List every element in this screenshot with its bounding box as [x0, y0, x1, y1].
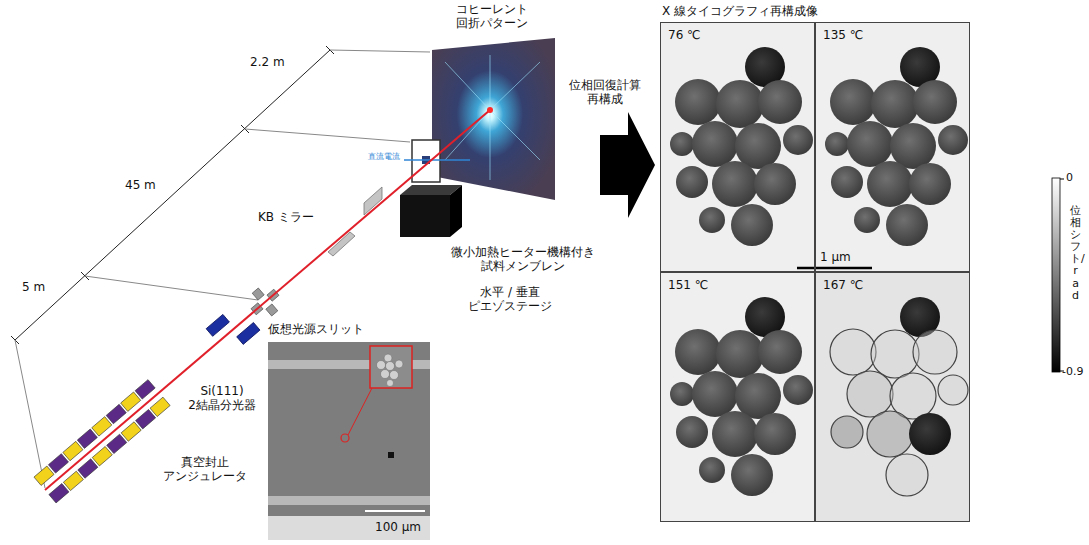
scale-bar	[797, 267, 872, 270]
particle	[395, 360, 403, 368]
diffraction-streaks	[445, 55, 540, 180]
current-label: 直流電流	[368, 152, 400, 162]
colour-bar-tick	[1060, 179, 1064, 180]
sem-info-bar	[268, 516, 430, 540]
diffraction-pattern	[432, 38, 555, 200]
colour-bar	[1052, 178, 1060, 372]
temperature-label: 151 ℃	[668, 278, 708, 292]
zoom-box	[370, 346, 412, 388]
zoom-leader	[348, 388, 372, 435]
detector-label: コヒーレント 回折パターン	[452, 2, 532, 31]
scale-bar	[365, 510, 425, 512]
colour-bar-value: 0	[1066, 171, 1073, 184]
sem-target	[341, 434, 349, 442]
sem-marker	[388, 452, 394, 458]
magnet-block	[136, 409, 156, 428]
magnet-block	[92, 447, 112, 466]
particle-cluster	[825, 47, 968, 246]
panel-heading: X 線タイコグラフィ再構成像	[662, 4, 818, 18]
magnet-block	[121, 422, 141, 441]
streak	[445, 62, 490, 110]
piezo-stage	[400, 195, 450, 237]
particle	[377, 361, 386, 370]
part-label: Si(111) 2結晶分光器	[180, 384, 264, 413]
part-label: KB ミラー	[258, 210, 314, 224]
streak	[445, 110, 490, 160]
magnet-block	[107, 434, 127, 453]
streak	[490, 62, 540, 110]
zoom-particles	[377, 354, 404, 387]
magnet-block	[78, 459, 98, 478]
process-label: 位相回復計算 再構成	[563, 78, 647, 107]
sem-image	[268, 342, 430, 540]
temperature-label: 167 ℃	[823, 278, 863, 292]
image-panel: 167 ℃	[815, 272, 970, 522]
particle	[390, 371, 399, 380]
colour-bar-value: -0.9	[1062, 365, 1083, 378]
scale-label: 100 μm	[375, 520, 421, 534]
streak	[490, 55, 491, 110]
image-panel: 135 ℃	[815, 22, 970, 272]
magnet-block	[135, 380, 155, 399]
particle-cluster	[830, 297, 968, 496]
magnet-block	[77, 429, 97, 448]
part-label: 真空封止 アンジュレータ	[160, 455, 250, 484]
dimension-line	[15, 50, 330, 340]
part-label: 水平 / 垂直 ピエゾステージ	[460, 285, 560, 314]
image-panel: 76 ℃	[660, 22, 815, 272]
dimension-label: 45 m	[125, 178, 156, 192]
panel-ground	[815, 22, 970, 272]
image-panel: 151 ℃	[660, 272, 815, 522]
stage-side	[450, 185, 462, 237]
magnet-block	[63, 471, 83, 490]
particle	[381, 370, 390, 379]
particle-cluster	[670, 47, 813, 246]
magnet-block	[49, 484, 69, 503]
colour-bar-title: 位相シフト/rad	[1070, 205, 1081, 302]
scale-label: 1 μm	[818, 250, 853, 264]
particle	[384, 354, 392, 362]
particle	[386, 362, 395, 371]
temperature-label: 76 ℃	[668, 28, 701, 42]
image-grid: X 線タイコグラフィ再構成像 76 ℃ 135 ℃ 151 ℃ 167 ℃	[660, 0, 970, 524]
particle	[387, 380, 394, 387]
part-label: 微小加熱ヒーター機構付き 試料メンブレン	[448, 245, 598, 274]
magnet-block	[150, 397, 170, 416]
magnet-block	[92, 417, 112, 436]
temperature-label: 135 ℃	[823, 28, 863, 42]
dimension-label: 5 m	[22, 280, 45, 294]
part-label: 仮想光源スリット	[268, 322, 364, 336]
extension-line	[15, 340, 45, 488]
particle-cluster	[670, 297, 813, 496]
dimension-label: 2.2 m	[250, 55, 285, 69]
extension-line	[330, 50, 430, 52]
process-arrow	[600, 112, 655, 218]
sample-membrane	[412, 140, 440, 182]
magnet-block	[106, 404, 126, 423]
panel-ground	[660, 22, 815, 272]
panel-ground	[660, 272, 815, 522]
slit-blade	[266, 304, 278, 316]
panel-ground	[815, 272, 970, 522]
magnet-block	[121, 392, 141, 411]
crystal	[237, 322, 260, 344]
magnet-block	[48, 454, 68, 473]
sem-rail	[268, 496, 430, 505]
extension-line	[85, 276, 258, 300]
streak	[490, 110, 540, 160]
current-line	[404, 159, 470, 161]
extension-line	[245, 129, 410, 142]
magnet-block	[34, 466, 54, 485]
magnet-block	[63, 441, 83, 460]
crystal	[206, 314, 229, 336]
beam-spot	[487, 107, 493, 113]
streak	[490, 110, 491, 180]
slit-blade	[252, 288, 264, 300]
